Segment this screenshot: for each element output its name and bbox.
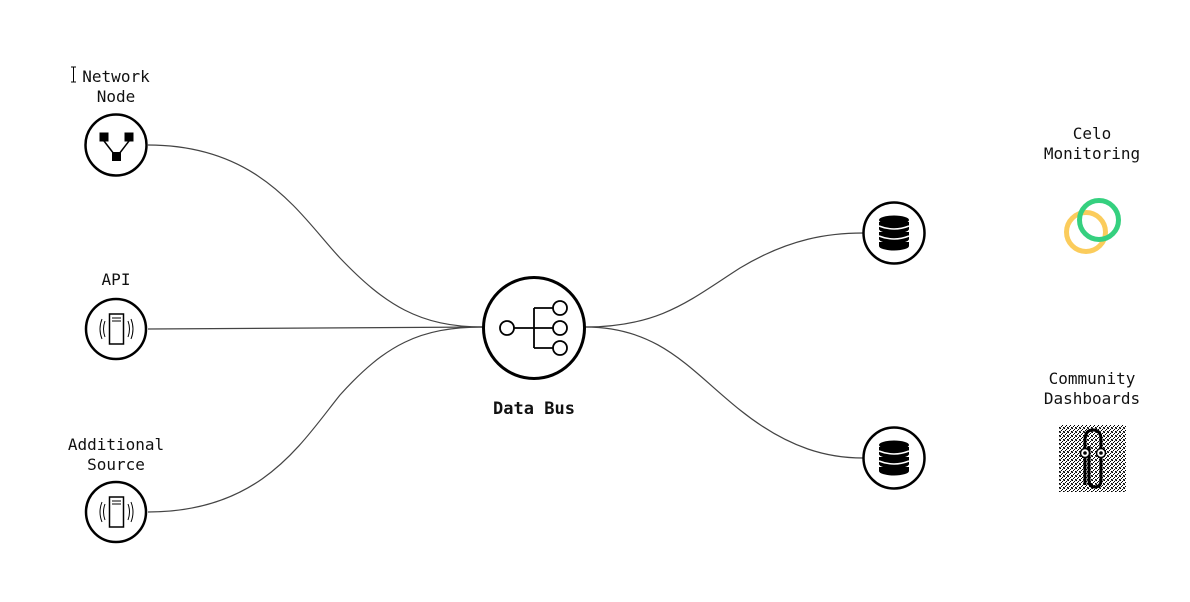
edge-data-bus-to-database-bottom (584, 326, 864, 459)
network-node-icon[interactable] (84, 113, 148, 177)
additional-source-label: Additional Source (67, 435, 165, 474)
community-dashboards-label: Community Dashboards (1043, 369, 1141, 408)
database-bottom-icon[interactable] (862, 426, 926, 490)
data-bus-icon[interactable] (482, 276, 586, 380)
api-label: API (101, 270, 131, 289)
edge-additional-source-to-data-bus (147, 326, 484, 513)
network-node-label: Network Node (82, 67, 150, 106)
celo-logo-icon[interactable] (1064, 198, 1121, 254)
celo-monitoring-label: Celo Monitoring (1043, 124, 1141, 163)
api-server-icon[interactable] (84, 297, 148, 361)
text-cursor-icon (71, 66, 76, 83)
edge-data-bus-to-database-top (584, 232, 864, 328)
edge-api-to-data-bus (147, 326, 484, 330)
community-dashboards-logo-icon[interactable] (1059, 425, 1126, 492)
data-bus-label: Data Bus (493, 399, 575, 419)
additional-source-server-icon[interactable] (84, 480, 148, 544)
edges (147, 144, 864, 513)
database-top-icon[interactable] (862, 201, 926, 265)
edge-network-node-to-data-bus (147, 144, 484, 328)
